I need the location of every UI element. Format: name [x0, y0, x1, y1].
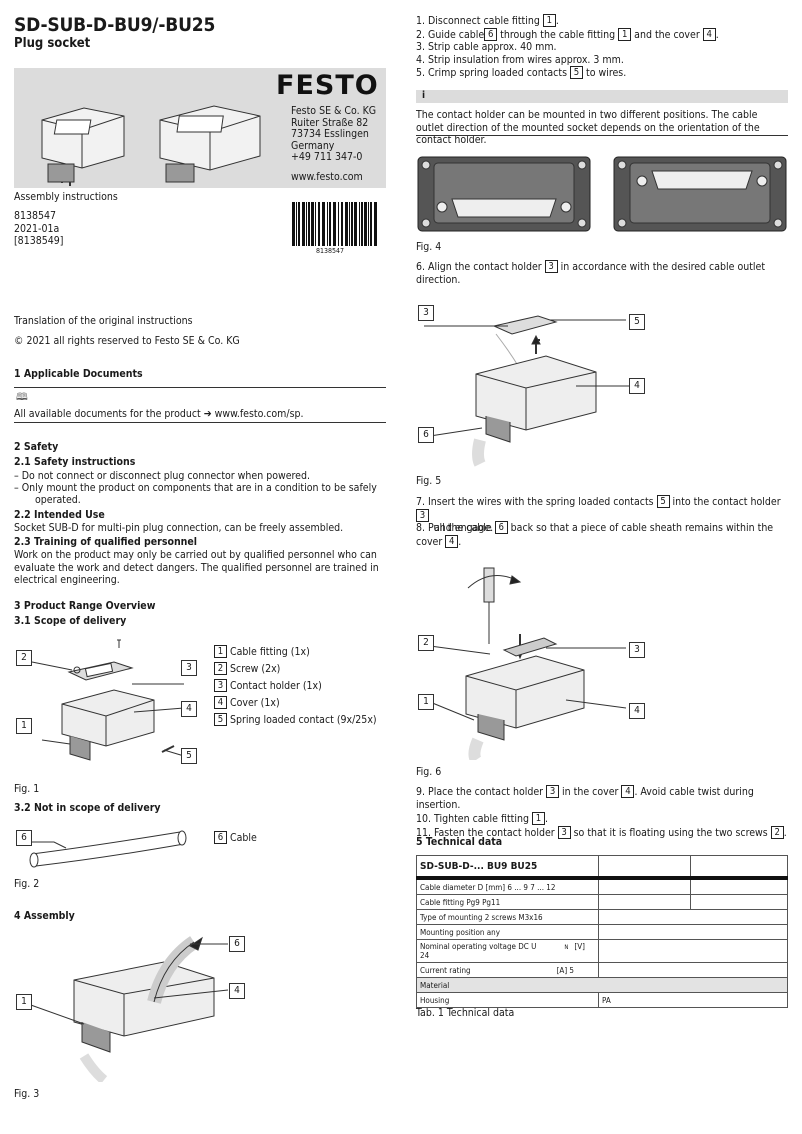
section-5-heading: 5 Technical data: [416, 836, 503, 848]
divider: [14, 387, 386, 388]
section-3-2-heading: 3.2 Not in scope of delivery: [14, 802, 161, 814]
section-1-heading: 1 Applicable Documents: [14, 368, 143, 380]
scope-item: 5 Spring loaded contact (9x/25x): [214, 712, 377, 729]
header-panel: FESTO Festo SE & Co. KG Ruiter Straße 82…: [14, 68, 386, 188]
section-2-1-heading: 2.1 Safety instructions: [14, 456, 136, 468]
intended-use-text: Socket SUB-D for multi-pin plug connecti…: [14, 522, 344, 534]
callout-5: 5: [629, 314, 645, 330]
figure-3-cable-guide: [27, 936, 229, 1082]
section-3-heading: 3 Product Range Overview: [14, 600, 156, 612]
doc-type: Assembly instructions: [14, 191, 118, 203]
scope-item: 4 Cover (1x): [214, 695, 377, 712]
divider: [14, 422, 386, 423]
callout-1: 1: [16, 994, 32, 1010]
section-3-1-heading: 3.1 Scope of delivery: [14, 615, 127, 627]
info-text: The contact holder can be mounted in two…: [416, 109, 760, 146]
figure-5-contact-holder: [424, 315, 630, 467]
figure-2-cable: [16, 830, 187, 868]
callout-1: 1: [16, 718, 32, 734]
callout-3: 3: [418, 305, 434, 321]
callout-6: 6: [229, 936, 245, 952]
step-3: 3. Strip cable approx. 40 mm.: [416, 41, 557, 53]
festo-logo: FESTO: [276, 70, 379, 101]
scope-of-delivery-list: 1 Cable fitting (1x) 2 Screw (2x) 3 Cont…: [214, 644, 377, 729]
company-website[interactable]: www.festo.com: [291, 171, 363, 183]
divider: [416, 135, 788, 136]
not-in-scope-item: 6 Cable: [214, 831, 257, 844]
page-title: SD-SUB-D-BU9/-BU25: [14, 14, 216, 36]
step-8: 8. Pull the cable 6 back so that a piece…: [416, 521, 774, 548]
figure-6-caption: Fig. 6: [416, 766, 442, 778]
section-2-heading: 2 Safety: [14, 441, 59, 453]
product-illustration: [41, 105, 261, 186]
table-row-material: Material: [416, 977, 788, 993]
section-2-3-heading: 2.3 Training of qualified personnel: [14, 536, 198, 548]
copyright: © 2021 all rights reserved to Festo SE &…: [14, 335, 240, 347]
info-icon: i: [422, 90, 426, 101]
callout-4: 4: [229, 983, 245, 999]
technical-data-table: SD-SUB-D-... BU9 BU25 Cable diameter D […: [416, 855, 788, 1008]
company-address: Festo SE & Co. KG Ruiter Straße 82 73734…: [291, 105, 377, 163]
step-5: 5. Crimp spring loaded contacts 5 to wir…: [416, 66, 627, 79]
scope-item: 1 Cable fitting (1x): [214, 644, 377, 661]
documents-icon: 🕮: [16, 392, 28, 403]
barcode-number: 8138547: [316, 247, 345, 255]
table-row: Type of mounting 2 screws M3x16: [416, 909, 788, 925]
step-9: 9. Place the contact holder 3 in the cov…: [416, 785, 754, 811]
step-6: 6. Align the contact holder 3 in accorda…: [416, 260, 766, 286]
callout-6: 6: [418, 427, 434, 443]
callout-2: 2: [418, 635, 434, 651]
table-header-row: SD-SUB-D-... BU9 BU25: [416, 855, 788, 880]
callout-4: 4: [629, 703, 645, 719]
safety-bullet: – Do not connect or disconnect plug conn…: [14, 470, 310, 482]
callout-2: 2: [16, 650, 32, 666]
callout-5: 5: [181, 748, 197, 764]
figure-2-caption: Fig. 2: [14, 878, 40, 890]
section-4-heading: 4 Assembly: [14, 910, 75, 922]
step-7: 7. Insert the wires with the spring load…: [416, 495, 781, 534]
table-caption: Tab. 1 Technical data: [416, 1007, 515, 1019]
callout-4: 4: [629, 378, 645, 394]
step-10: 10. Tighten cable fitting 1.: [416, 812, 548, 825]
figure-1-exploded-view: [31, 639, 185, 761]
scope-item: 2 Screw (2x): [214, 661, 377, 678]
applicable-documents-text: All available documents for the product …: [14, 408, 304, 420]
safety-bullet: – Only mount the product on components t…: [14, 482, 377, 494]
callout-1: 1: [418, 694, 434, 710]
table-row: Cable fitting Pg9 Pg11: [416, 894, 788, 910]
info-bar: i: [416, 90, 788, 103]
assembly-steps-1-5: 1. Disconnect cable fitting 1. 2. Guide …: [416, 14, 788, 80]
page-subtitle: Plug socket: [14, 36, 91, 51]
barcode: [292, 202, 377, 246]
doc-ids: 8138547 2021-01a [8138549]: [14, 210, 64, 247]
table-row: Cable diameter D [mm] 6 ... 9 7 ... 12: [416, 877, 788, 895]
step-1: 1. Disconnect cable fitting 1.: [416, 14, 559, 27]
callout-3: 3: [629, 642, 645, 658]
training-text: Work on the product may only be carried …: [14, 549, 379, 586]
figure-3-caption: Fig. 3: [14, 1088, 40, 1100]
callout-6: 6: [16, 830, 32, 846]
step-11: 11. Fasten the contact holder 3 so that …: [416, 826, 787, 839]
table-row: Current rating[A] 5: [416, 962, 788, 978]
callout-4: 4: [181, 701, 197, 717]
step-4: 4. Strip insulation from wires approx. 3…: [416, 53, 624, 66]
table-row: Mounting position any: [416, 924, 788, 940]
figure-6-screwdriver: [429, 567, 627, 760]
figure-4-caption: Fig. 4: [416, 241, 442, 253]
figure-1-caption: Fig. 1: [14, 783, 40, 795]
figure-4-orientations: [417, 156, 787, 232]
callout-3: 3: [181, 660, 197, 676]
scope-item: 3 Contact holder (1x): [214, 678, 377, 695]
safety-bullet-cont: operated.: [35, 494, 81, 506]
translation-note: Translation of the original instructions: [14, 315, 193, 327]
figure-5-caption: Fig. 5: [416, 475, 442, 487]
steps-9-11: 9. Place the contact holder 3 in the cov…: [416, 785, 796, 840]
section-2-2-heading: 2.2 Intended Use: [14, 509, 105, 521]
